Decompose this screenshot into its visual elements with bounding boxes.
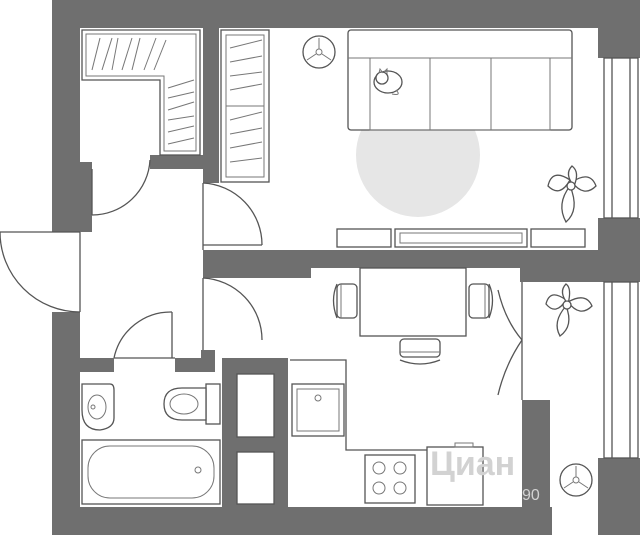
window-balcony xyxy=(603,281,639,459)
entrance-door xyxy=(0,231,81,313)
wall-balcony-partition xyxy=(522,400,550,507)
hall-wardrobe xyxy=(81,29,201,156)
wall-top xyxy=(52,0,640,28)
walls xyxy=(52,0,640,535)
bathroom-door xyxy=(113,311,175,359)
dining-table xyxy=(359,267,467,337)
stove-icon xyxy=(364,454,416,504)
kitchen xyxy=(290,267,593,506)
watermark-subtext: 90 xyxy=(522,487,540,504)
fridge xyxy=(426,442,484,506)
wardrobe-hangers-side xyxy=(167,79,195,145)
toilet xyxy=(163,383,221,425)
cat-icon xyxy=(373,67,403,95)
wardrobe-door xyxy=(91,159,151,216)
living-room-door xyxy=(202,182,263,250)
bathtub xyxy=(81,439,221,505)
wardrobe-hangers-top xyxy=(91,37,167,71)
watermark-text: Циан xyxy=(430,445,515,483)
shaft-lower xyxy=(236,451,275,505)
doors xyxy=(0,159,523,400)
balcony-door xyxy=(497,282,523,400)
shafts xyxy=(236,373,275,505)
chair-right xyxy=(468,283,494,319)
window-living-room xyxy=(603,57,639,219)
sink xyxy=(291,383,345,437)
wall-bath-post xyxy=(201,350,215,372)
wall-right-middle xyxy=(598,218,640,282)
wall-living-kitchen-mid xyxy=(301,250,550,268)
living-room-shelf xyxy=(220,29,270,183)
wall-hall-vertical xyxy=(203,28,219,183)
wall-wardrobe-bottom xyxy=(150,155,218,169)
kitchen-counter xyxy=(290,359,430,451)
wall-living-kitchen-right xyxy=(520,250,598,282)
wall-bath-top-left xyxy=(80,358,114,372)
wall-bottom xyxy=(52,507,552,535)
washbasin xyxy=(81,383,115,431)
living-room xyxy=(220,29,597,248)
wall-living-kitchen-left xyxy=(203,250,311,278)
wall-left-jamb xyxy=(52,162,92,232)
watermark: Циан 90 xyxy=(430,445,540,504)
wall-left-upper xyxy=(52,0,80,162)
kitchen-door xyxy=(202,277,263,350)
chair-left xyxy=(332,283,358,319)
bathroom xyxy=(81,383,221,505)
plant-icon xyxy=(545,283,593,337)
shaft-upper xyxy=(236,373,275,438)
fan-icon xyxy=(302,35,336,69)
tv-stand xyxy=(336,228,586,248)
wall-left-lower xyxy=(52,312,80,535)
wall-right-bottom xyxy=(598,458,640,535)
sofa xyxy=(347,29,573,131)
fan-icon xyxy=(559,463,593,497)
windows xyxy=(603,57,639,459)
wall-right-top xyxy=(598,0,640,58)
chair-bottom xyxy=(399,338,441,365)
plant-icon xyxy=(547,165,597,224)
